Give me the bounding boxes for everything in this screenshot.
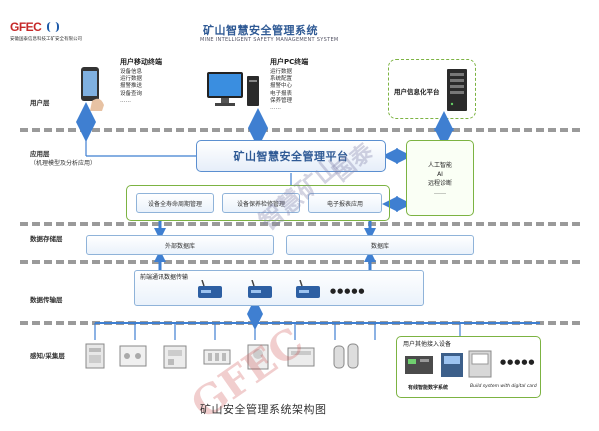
cylinder-device-icon bbox=[330, 340, 370, 376]
ai-line-1: 人工智能 bbox=[427, 162, 452, 169]
ai-line-3: 远程诊断 bbox=[427, 180, 452, 187]
transfer-more-dots: ●●●●● bbox=[330, 287, 366, 295]
other-devices-title: 用户其他接入设备 bbox=[403, 341, 452, 348]
external-database-label: 外部数据库 bbox=[164, 242, 195, 250]
company-logo: GFEC 安徽国泰信息科技工矿安全有限公司 bbox=[10, 16, 82, 42]
logo-company-name: 安徽国泰信息科技工矿安全有限公司 bbox=[10, 37, 82, 42]
other-devices-caption-left: 有线智能数字系统 bbox=[408, 385, 449, 391]
control-cabinet-icon bbox=[404, 352, 434, 382]
database-label: 数据库 bbox=[370, 242, 389, 250]
field-device-icon bbox=[118, 342, 148, 376]
other-devices-box bbox=[396, 336, 541, 398]
instrument-panel-icon bbox=[468, 350, 492, 382]
module-group-box bbox=[126, 185, 390, 221]
control-panel-icon bbox=[440, 352, 464, 382]
database-box: 数据库 bbox=[286, 235, 474, 255]
mobile-terminal-title: 用户移动终端 bbox=[120, 58, 162, 66]
external-database-box: 外部数据库 bbox=[86, 235, 274, 255]
layer-divider bbox=[20, 222, 580, 226]
list-item: 设备信息 bbox=[120, 69, 143, 75]
gateway-device-icon bbox=[246, 279, 276, 306]
list-item: 报警推送 bbox=[120, 83, 143, 90]
field-device-icon bbox=[84, 342, 108, 376]
layer-divider bbox=[20, 128, 580, 132]
list-item: 保养管理 bbox=[270, 97, 293, 104]
module-box: 电子报表应用 bbox=[308, 193, 382, 213]
list-item: 系统配置 bbox=[270, 76, 293, 83]
field-device-icon bbox=[202, 342, 232, 376]
field-device-icon bbox=[286, 342, 316, 376]
layer-label-transfer: 数据传输层 bbox=[30, 296, 63, 304]
gateway-device-icon bbox=[294, 279, 324, 306]
module-label: 电子报表应用 bbox=[326, 200, 363, 208]
transfer-box bbox=[134, 270, 424, 306]
layer-label-sense: 感知/采集层 bbox=[30, 352, 65, 360]
ai-line-4: …… bbox=[434, 189, 446, 196]
field-device-icon bbox=[160, 342, 190, 376]
layer-label-user: 用户层 bbox=[30, 99, 50, 107]
layer-label-storage: 数据存储层 bbox=[30, 235, 63, 243]
gateway-device-icon bbox=[196, 279, 226, 306]
logo-wave-icon bbox=[47, 22, 60, 32]
pc-terminal-title: 用户PC终端 bbox=[270, 58, 309, 66]
field-device-icon bbox=[244, 342, 274, 376]
safety-platform-box: 矿山智慧安全管理平台 bbox=[196, 140, 386, 172]
ai-line-2: AI bbox=[437, 171, 443, 178]
layer-label-app-sub: （机理模型及分析应用） bbox=[30, 160, 97, 167]
list-item: 报警中心 bbox=[270, 83, 293, 90]
other-devices-caption-right: Build system with digital card bbox=[470, 384, 537, 389]
list-item: …… bbox=[120, 97, 131, 104]
transfer-title: 前端通讯数据传输 bbox=[140, 274, 189, 281]
list-item: …… bbox=[270, 105, 281, 112]
desktop-computer-icon bbox=[205, 70, 261, 114]
module-box: 设备全寿命周期管理 bbox=[136, 193, 214, 213]
figure-caption: 矿山安全管理系统架构图 bbox=[200, 403, 327, 416]
mobile-feature-list: 设备信息 运行数据 报警推送 设备查询 …… bbox=[120, 69, 142, 105]
module-label: 设备全寿命周期管理 bbox=[147, 200, 202, 208]
list-item: 运行数据 bbox=[270, 69, 293, 75]
diagram-subtitle: MINE INTELLIGENT SAFETY MANAGEMENT SYSTE… bbox=[200, 37, 339, 43]
user-info-platform-label: 用户信息化平台 bbox=[394, 88, 440, 96]
pc-feature-list: 运行数据 系统配置 报警中心 电子报表 保养管理 …… bbox=[270, 69, 292, 112]
server-icon bbox=[446, 68, 468, 116]
logo-mark: GFEC bbox=[10, 20, 42, 34]
list-item: 运行数据 bbox=[120, 76, 143, 83]
module-box: 设备保养检修管理 bbox=[222, 193, 300, 213]
module-label: 设备保养检修管理 bbox=[236, 200, 285, 208]
list-item: 设备查询 bbox=[120, 90, 143, 97]
diagram-title: 矿山智慧安全管理系统 bbox=[203, 24, 318, 37]
other-devices-more-dots: ●●●●● bbox=[500, 358, 536, 366]
safety-platform-label: 矿山智慧安全管理平台 bbox=[233, 150, 349, 163]
list-item: 电子报表 bbox=[270, 90, 293, 97]
user-info-platform-box bbox=[388, 59, 476, 119]
ai-box: 人工智能 AI 远程诊断 …… bbox=[406, 140, 474, 216]
layer-divider bbox=[20, 260, 580, 264]
layer-label-app: 应用层 bbox=[30, 150, 50, 158]
